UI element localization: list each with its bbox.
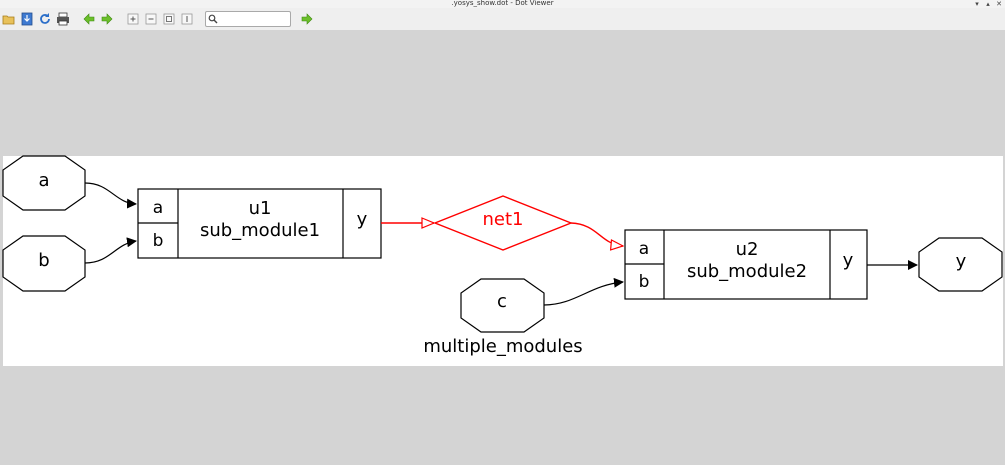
search-field[interactable]: [205, 11, 291, 27]
cell-module-name: sub_module2: [687, 261, 807, 282]
input-port-label: b: [38, 250, 49, 271]
graph-view: a b c y a b u1 sub_module1 y a b u2 sub_…: [2, 155, 1003, 366]
search-input[interactable]: [219, 12, 287, 24]
zoom-out-icon[interactable]: [144, 12, 158, 26]
cell-u1[interactable]: a b u1 sub_module1 y: [137, 188, 382, 259]
cell-port-a: a: [639, 239, 649, 259]
cell-port-y: y: [357, 209, 368, 230]
graph-caption: multiple_modules: [423, 336, 582, 357]
cell-module-name: sub_module1: [200, 220, 320, 241]
reload-icon[interactable]: [38, 12, 52, 26]
close-icon[interactable]: ✕: [996, 0, 1002, 8]
input-port-label: c: [497, 291, 507, 312]
zoom-100-icon[interactable]: [180, 12, 194, 26]
zoom-fit-icon[interactable]: [162, 12, 176, 26]
edge-a-to-u1: [84, 182, 137, 209]
cell-port-y: y: [843, 250, 854, 271]
back-icon[interactable]: [82, 12, 96, 26]
input-port-b[interactable]: b: [2, 235, 86, 292]
output-port-label: y: [956, 251, 967, 272]
export-icon[interactable]: [20, 12, 34, 26]
cell-port-b: b: [153, 231, 164, 251]
print-icon[interactable]: [56, 12, 70, 26]
input-port-label: a: [38, 170, 49, 191]
output-port-y[interactable]: y: [918, 237, 1003, 292]
title-bar: .yosys_show.dot - Dot Viewer ▾ ▴ ✕: [0, 0, 1005, 8]
open-icon[interactable]: [2, 12, 16, 26]
cell-u2[interactable]: a b u2 sub_module2 y: [624, 229, 868, 300]
cell-instance-name: u1: [249, 198, 272, 219]
minimize-icon[interactable]: ▾: [975, 0, 979, 8]
input-port-c[interactable]: c: [460, 278, 545, 333]
cell-port-b: b: [639, 272, 650, 292]
maximize-icon[interactable]: ▴: [986, 0, 990, 8]
edge-net1-to-u2: [570, 222, 623, 246]
edge-c-to-u2: [543, 277, 624, 306]
net-label: net1: [483, 209, 524, 230]
edge-b-to-u1: [84, 237, 137, 264]
forward-icon[interactable]: [100, 12, 114, 26]
window-title: .yosys_show.dot - Dot Viewer: [451, 0, 554, 7]
zoom-in-icon[interactable]: [126, 12, 140, 26]
toolbar: [0, 8, 1005, 31]
input-port-a[interactable]: a: [2, 155, 86, 211]
cell-port-a: a: [153, 198, 163, 218]
net-node[interactable]: net1: [433, 195, 573, 251]
search-icon: [208, 14, 218, 24]
cell-instance-name: u2: [736, 239, 759, 260]
find-next-icon[interactable]: [300, 12, 314, 26]
